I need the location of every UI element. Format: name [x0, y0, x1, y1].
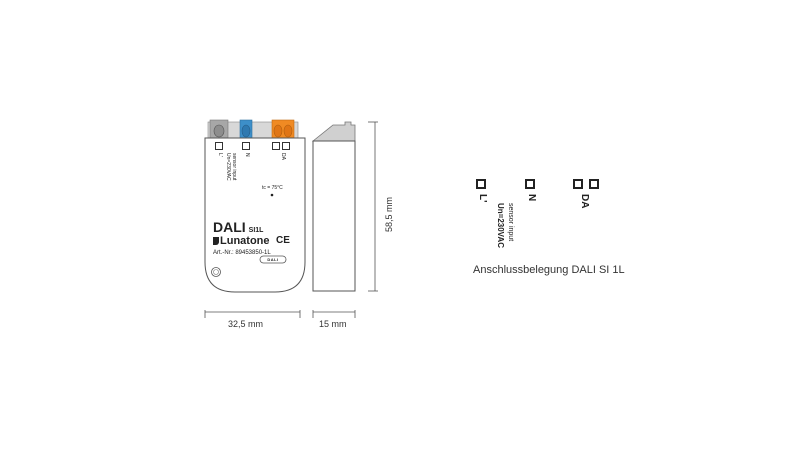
- pinout-l-label: L': [477, 194, 488, 203]
- article-number: Art.-Nr.: 89453850-1L: [213, 250, 271, 256]
- pinout-n-label: N: [526, 194, 537, 202]
- ce-mark: CE: [276, 235, 290, 246]
- product-variant: SI1L: [248, 227, 264, 234]
- terminal-n-box: [242, 142, 250, 150]
- brand-name: Lunatone: [220, 235, 270, 247]
- depth-dimension-label: 15 mm: [319, 319, 347, 329]
- pinout-da-box-1: [573, 179, 583, 189]
- terminal-l-box: [215, 142, 223, 150]
- pinout-da-label: DA: [579, 194, 590, 209]
- pinout-caption: Anschlussbelegung DALI SI 1L: [473, 264, 625, 276]
- terminal-da-box-1: [272, 142, 280, 150]
- brand-logo: Lunatone: [213, 235, 270, 247]
- pinout-n-box: [525, 179, 535, 189]
- device-front-view: L' N DA sensor input Un=230VAC tc = 75°C…: [200, 112, 310, 302]
- mounting-hole: [211, 267, 221, 277]
- brand-mark-icon: [213, 237, 219, 245]
- height-dimension-label: 58,5 mm: [384, 196, 394, 232]
- dali-logo-frame: [259, 255, 287, 264]
- pinout-da-box-2: [589, 179, 599, 189]
- device-side-view: [311, 121, 356, 292]
- tc-point: [270, 193, 274, 197]
- terminal-da-box-2: [282, 142, 290, 150]
- dali-logo: DALI: [267, 257, 279, 262]
- product-name-text: DALI: [213, 219, 246, 235]
- temperature-label: tc = 75°C: [262, 185, 283, 191]
- pinout-diagram: L' N DA sensor input Un=230VAC: [470, 170, 630, 280]
- device-body-outline: [204, 119, 306, 293]
- pinout-l-box: [476, 179, 486, 189]
- pinout-voltage-label: Un=230VAC: [496, 203, 505, 248]
- width-dimension-label: 32,5 mm: [228, 319, 264, 329]
- pinout-sensor-input-label: sensor input: [507, 203, 514, 242]
